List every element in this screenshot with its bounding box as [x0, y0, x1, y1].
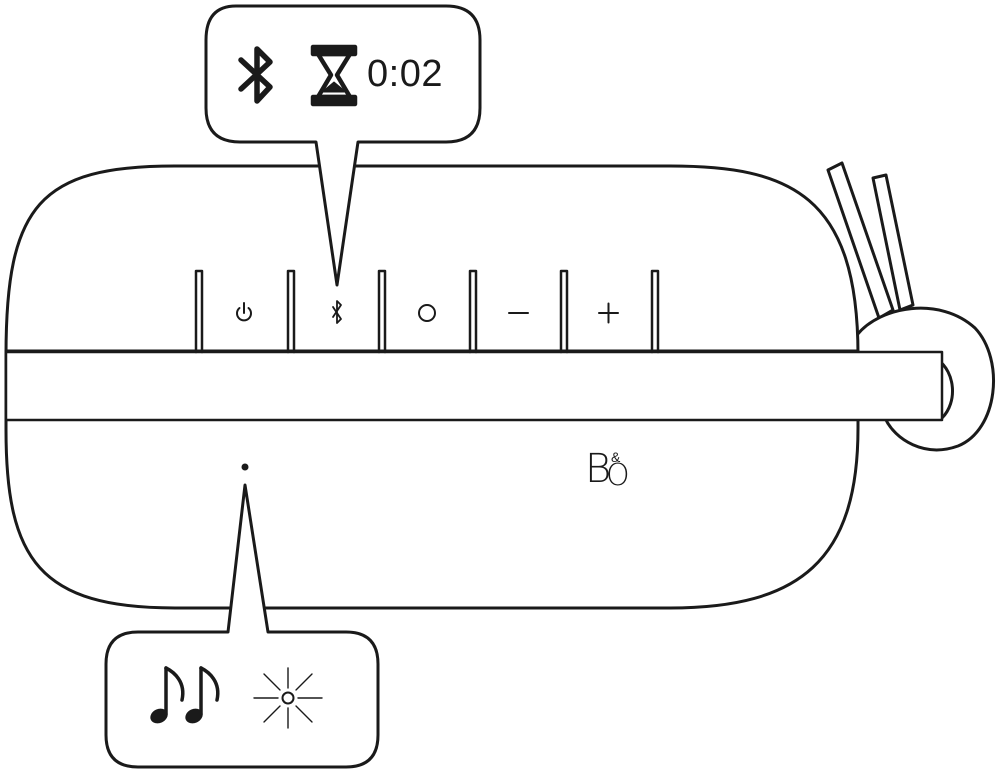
speaker-band: [4, 350, 944, 422]
bluetooth-icon: [238, 46, 273, 104]
bluetooth-icon: [332, 300, 342, 324]
double-music-note-icon: [150, 666, 220, 724]
plus-icon: [598, 302, 619, 324]
status-callout: [104, 483, 380, 769]
blinking-light-icon: [253, 667, 323, 729]
bluetooth-callout: [204, 4, 482, 287]
status-light: [241, 463, 249, 471]
timer-readout: 0:02: [367, 53, 443, 95]
power-button[interactable]: [236, 302, 252, 322]
power-icon: [236, 302, 252, 322]
hourglass-icon: [310, 44, 358, 107]
bluetooth-button[interactable]: [332, 300, 342, 324]
brand-logo-o: O: [606, 458, 630, 493]
brand-logo-amp: &: [611, 449, 621, 465]
circle-icon: [418, 304, 436, 322]
button-dividers: [194, 269, 660, 354]
volume-up-button[interactable]: [598, 302, 619, 324]
brand-logo-b: B: [585, 446, 612, 492]
circle-button[interactable]: [418, 304, 436, 322]
